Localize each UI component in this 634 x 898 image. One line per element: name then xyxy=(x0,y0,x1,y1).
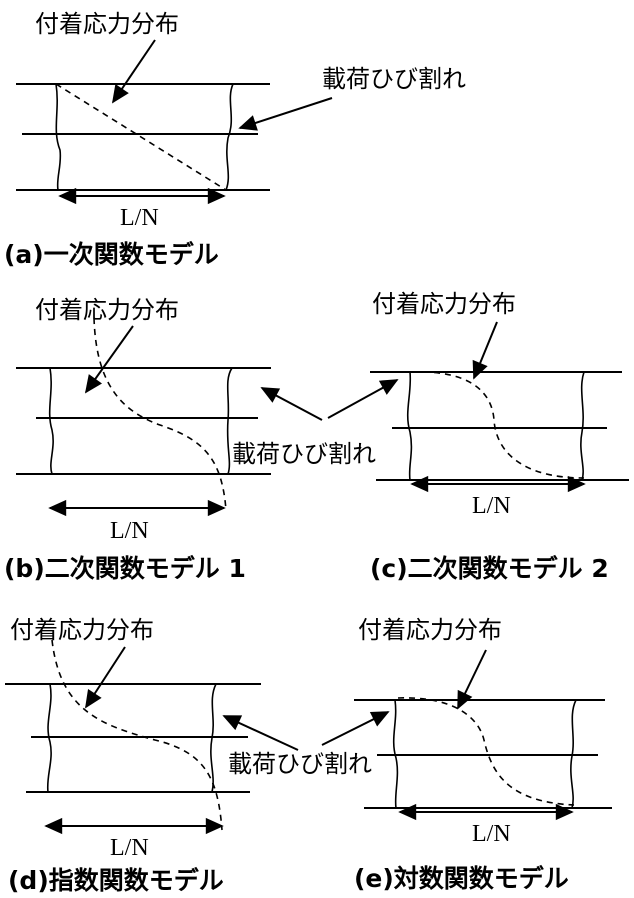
panel-e-crack-right xyxy=(570,699,577,809)
panel-a-crack-arrow xyxy=(238,97,333,131)
panel-b-crack-right xyxy=(226,367,233,475)
panel-a-linear-distribution xyxy=(55,83,227,191)
panel-e-logarithmic-distribution xyxy=(397,697,575,806)
de-crack-arrow-right xyxy=(321,711,390,746)
panel-d-crack-right xyxy=(210,683,217,793)
panel-a-span-label: L/N xyxy=(120,205,159,231)
panel-d-span-label: L/N xyxy=(110,835,149,861)
panel-c-span-label: L/N xyxy=(472,493,511,519)
shared-crack-label-bottom: 載荷ひび割れ xyxy=(222,711,390,778)
panel-e-span-label: L/N xyxy=(472,821,511,847)
panel-c-crack-right xyxy=(580,371,585,481)
panel-d-bond-stress-arrow xyxy=(85,646,126,709)
panel-c-bond-stress-arrow xyxy=(472,321,498,380)
panel-b-bond-stress-arrow xyxy=(84,325,134,394)
caption-a: (a)一次関数モデル xyxy=(4,240,219,269)
panel-e-bond-stress-arrow xyxy=(457,649,487,710)
panel-e-bond-stress-label: 付着応力分布 xyxy=(358,616,502,644)
panel-e-crack-left xyxy=(392,699,399,809)
panel-b-quadratic-distribution xyxy=(93,317,227,511)
bc-crack-arrow-right xyxy=(327,379,399,419)
de-crack-arrow-left xyxy=(222,715,299,751)
panel-d-exponential: 付着応力分布 L/N (d)指数関数モデル xyxy=(5,616,261,895)
panel-d-exponential-distribution xyxy=(51,639,223,831)
caption-d: (d)指数関数モデル xyxy=(8,866,224,895)
panel-a-crack-right xyxy=(225,83,234,191)
panel-a-bond-stress-arrow xyxy=(111,39,156,104)
panel-d-bond-stress-label: 付着応力分布 xyxy=(10,616,154,644)
caption-b: (b)二次関数モデル 1 xyxy=(4,554,246,583)
panel-a-crack-label: 載荷ひび割れ xyxy=(322,65,466,93)
panel-c-bond-stress-label: 付着応力分布 xyxy=(372,290,516,318)
panel-b-quadratic-1: 付着応力分布 L/N (b)二次関数モデル 1 xyxy=(4,296,271,583)
panel-a-crack-left xyxy=(55,83,62,191)
panel-b-crack-left xyxy=(48,367,54,475)
caption-c: (c)二次関数モデル 2 xyxy=(370,554,609,583)
panel-c-quadratic-2: 付着応力分布 L/N (c)二次関数モデル 2 xyxy=(370,290,629,583)
bc-crack-label: 載荷ひび割れ xyxy=(232,440,376,468)
bc-crack-arrow-left xyxy=(260,387,323,421)
panel-c-crack-left xyxy=(406,371,413,481)
shared-crack-label-top: 載荷ひび割れ xyxy=(232,379,399,468)
panel-b-bond-stress-label: 付着応力分布 xyxy=(35,296,179,324)
panel-c-quadratic-distribution xyxy=(411,371,585,479)
panel-e-logarithmic: 付着応力分布 L/N (e)対数関数モデル xyxy=(354,616,612,893)
caption-e: (e)対数関数モデル xyxy=(354,864,569,893)
panel-a-bond-stress-label: 付着応力分布 xyxy=(35,10,179,38)
de-crack-label: 載荷ひび割れ xyxy=(228,750,372,778)
panel-d-crack-left xyxy=(46,683,52,793)
panel-a-linear: 付着応力分布 L/N 載荷ひび割れ (a)一次関数モデル xyxy=(4,10,466,269)
panel-b-span-label: L/N xyxy=(110,518,149,544)
